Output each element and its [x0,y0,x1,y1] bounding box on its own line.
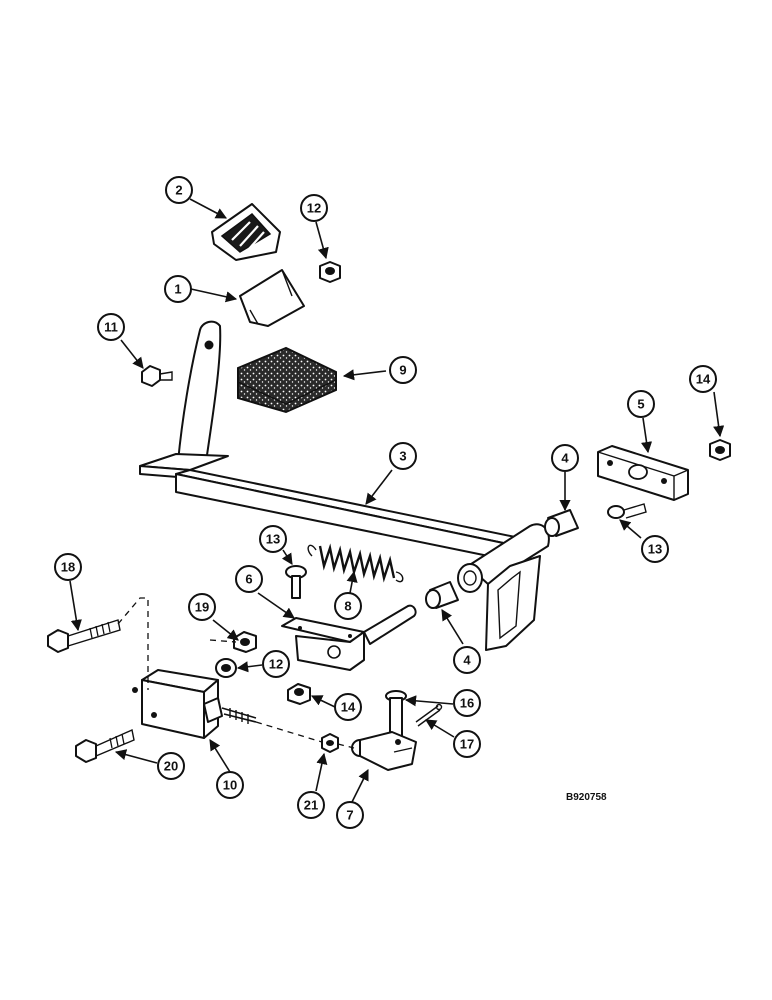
figure-reference-code: B920758 [566,792,607,803]
pedal-shaft-part [139,320,550,651]
nut-21-part [321,733,339,753]
callout-5: 5 [627,390,655,418]
callout-7: 7 [336,801,364,829]
screw-right-part [607,503,647,519]
callout-1: 1 [164,275,192,303]
svg-text:18: 18 [61,560,75,575]
mounting-plate-part [597,445,689,501]
svg-text:13: 13 [648,542,662,557]
callout-13-right: 13 [641,535,669,563]
pedal-bracket-part [239,269,305,327]
clevis-part [351,731,417,771]
svg-text:11: 11 [104,320,118,335]
svg-text:1: 1 [174,282,181,297]
callout-19: 19 [188,593,216,621]
flange-nut-lower-part [215,658,237,678]
callout-13-center: 13 [259,525,287,553]
svg-text:21: 21 [304,798,318,813]
callout-12-upper: 12 [300,194,328,222]
callout-10: 10 [216,771,244,799]
nut-19-part [233,631,257,653]
bolt-20-part [75,729,135,763]
svg-text:5: 5 [637,397,644,412]
svg-text:17: 17 [460,737,474,752]
svg-text:9: 9 [399,363,406,378]
svg-text:12: 12 [269,657,283,672]
svg-text:4: 4 [561,451,569,466]
bushing-left-part [425,581,459,609]
spring-bracket-part [281,604,417,671]
svg-text:2: 2 [175,183,182,198]
valve-block-part [132,669,257,739]
callout-8: 8 [334,592,362,620]
callout-18: 18 [54,553,82,581]
callout-12-lower: 12 [262,650,290,678]
bushing-right-part [544,509,579,537]
flange-nut-upper-part [319,261,341,283]
callout-14-center: 14 [334,693,362,721]
svg-text:8: 8 [344,599,351,614]
svg-text:13: 13 [266,532,280,547]
assembly-lines [117,597,355,749]
svg-text:14: 14 [341,700,356,715]
callout-17: 17 [453,730,481,758]
svg-text:20: 20 [164,759,178,774]
nut-right-part [709,439,731,461]
callout-6: 6 [235,565,263,593]
svg-text:14: 14 [696,372,711,387]
callout-11: 11 [97,313,125,341]
screw-center-part [285,565,307,599]
leader-lines [69,198,725,803]
cotter-pin-part [415,703,443,727]
svg-text:3: 3 [399,449,406,464]
speckled-pad-part [237,346,337,414]
svg-text:16: 16 [460,696,474,711]
flange-nut-center-part [287,683,311,705]
svg-text:6: 6 [245,572,252,587]
long-bolt-18-part [47,619,121,653]
spring-part [307,543,404,583]
callout-9: 9 [389,356,417,384]
svg-text:10: 10 [223,778,237,793]
svg-text:19: 19 [195,600,209,615]
pedal-pad-part [211,203,281,261]
callout-21: 21 [297,791,325,819]
callout-2: 2 [165,176,193,204]
callout-16: 16 [453,689,481,717]
svg-text:4: 4 [463,653,471,668]
bolt-part [141,365,173,387]
svg-text:12: 12 [307,201,321,216]
callout-20: 20 [157,752,185,780]
svg-text:7: 7 [346,808,353,823]
callout-4-right: 4 [551,444,579,472]
callout-3: 3 [389,442,417,470]
callout-14-right: 14 [689,365,717,393]
callout-4-left: 4 [453,646,481,674]
